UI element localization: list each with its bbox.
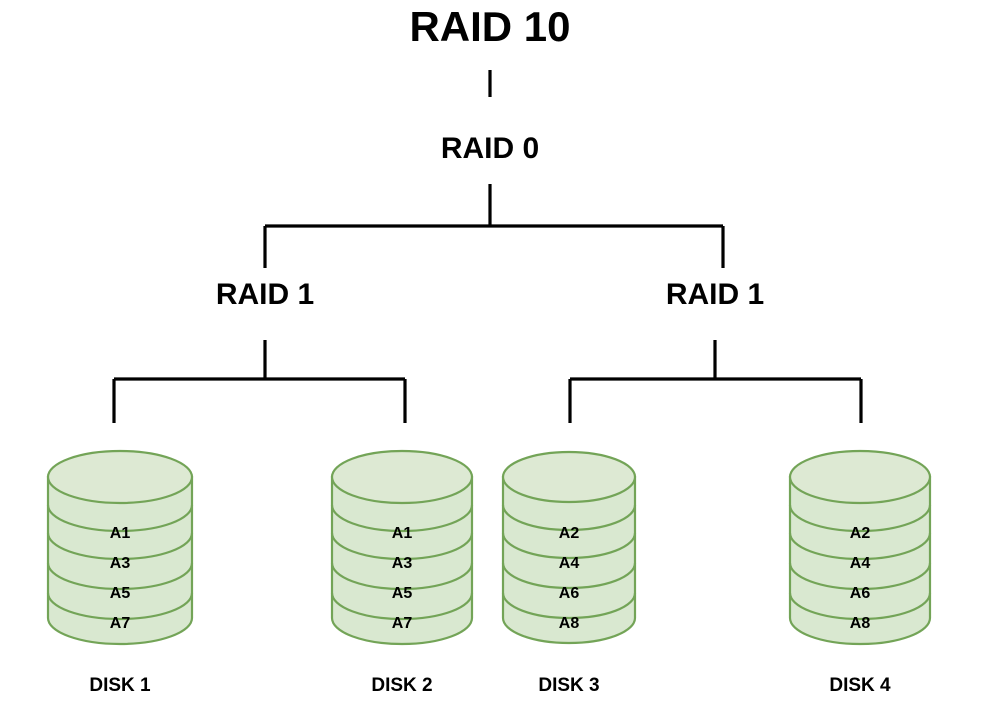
disk-3-cylinder-top bbox=[501, 450, 637, 504]
disk-4-cylinder-top bbox=[788, 449, 932, 505]
disk-1-band-2 bbox=[46, 562, 194, 591]
disk-4-band-0 bbox=[788, 504, 932, 533]
disk-1-cylinder-body bbox=[46, 475, 194, 646]
disk-1: A1 A3 A5 A7 DISK 1 bbox=[46, 449, 194, 696]
disk-1-stripe-3: A7 bbox=[110, 615, 131, 632]
disk-1-stripe-0: A1 bbox=[110, 525, 131, 542]
disk-1-cylinder-top bbox=[46, 449, 194, 505]
disk-1-band-3 bbox=[46, 592, 194, 621]
disk-4-cylinder-body bbox=[788, 475, 932, 646]
disk-3-stripe-1: A4 bbox=[559, 555, 580, 572]
disk-2: A1 A3 A5 A7 DISK 2 bbox=[330, 449, 474, 696]
disk-2-stripe-2: A5 bbox=[392, 585, 413, 602]
disk-4-stripe-3: A8 bbox=[850, 615, 871, 632]
disk-4-stripe-2: A6 bbox=[850, 585, 871, 602]
disk-4-band-2 bbox=[788, 562, 932, 591]
disk-4-band-1 bbox=[788, 532, 932, 561]
disk-4: A2 A4 A6 A8 DISK 4 bbox=[788, 449, 932, 696]
disk-3-name: DISK 3 bbox=[538, 675, 599, 696]
disk-3: A2 A4 A6 A8 DISK 3 bbox=[501, 450, 637, 696]
disk-4-stripe-0: A2 bbox=[850, 525, 871, 542]
disk-2-cylinder-body bbox=[330, 475, 474, 646]
disk-1-stripe-2: A5 bbox=[110, 585, 131, 602]
disk-3-stripe-3: A8 bbox=[559, 615, 580, 632]
disk-1-band-0 bbox=[46, 504, 194, 533]
disk-3-stripe-0: A2 bbox=[559, 525, 580, 542]
disk-3-band-3 bbox=[501, 592, 637, 620]
disk-4-name: DISK 4 bbox=[829, 675, 891, 696]
disk-2-band-0 bbox=[330, 504, 474, 533]
disk-3-band-2 bbox=[501, 562, 637, 590]
disk-3-band-1 bbox=[501, 532, 637, 560]
disk-4-band-3 bbox=[788, 592, 932, 621]
node-raid1-right-label: RAID 1 bbox=[666, 278, 764, 311]
disk-1-stripe-1: A3 bbox=[110, 555, 131, 572]
disk-4-stripe-1: A4 bbox=[850, 555, 871, 572]
disk-2-stripe-3: A7 bbox=[392, 615, 413, 632]
disk-2-band-2 bbox=[330, 562, 474, 591]
disk-3-cylinder-body bbox=[501, 475, 637, 645]
disk-3-stripe-2: A6 bbox=[559, 585, 580, 602]
disk-2-stripe-0: A1 bbox=[392, 525, 413, 542]
node-raid1-left-label: RAID 1 bbox=[216, 278, 314, 311]
disk-3-band-0 bbox=[501, 504, 637, 532]
disk-2-cylinder-top bbox=[330, 449, 474, 505]
disk-1-band-1 bbox=[46, 532, 194, 561]
disk-1-name: DISK 1 bbox=[89, 675, 151, 696]
disk-2-band-1 bbox=[330, 532, 474, 561]
node-raid0-label: RAID 0 bbox=[441, 132, 539, 165]
disk-2-name: DISK 2 bbox=[371, 675, 432, 696]
disk-2-stripe-1: A3 bbox=[392, 555, 413, 572]
page-title: RAID 10 bbox=[409, 3, 570, 50]
disk-2-band-3 bbox=[330, 592, 474, 621]
